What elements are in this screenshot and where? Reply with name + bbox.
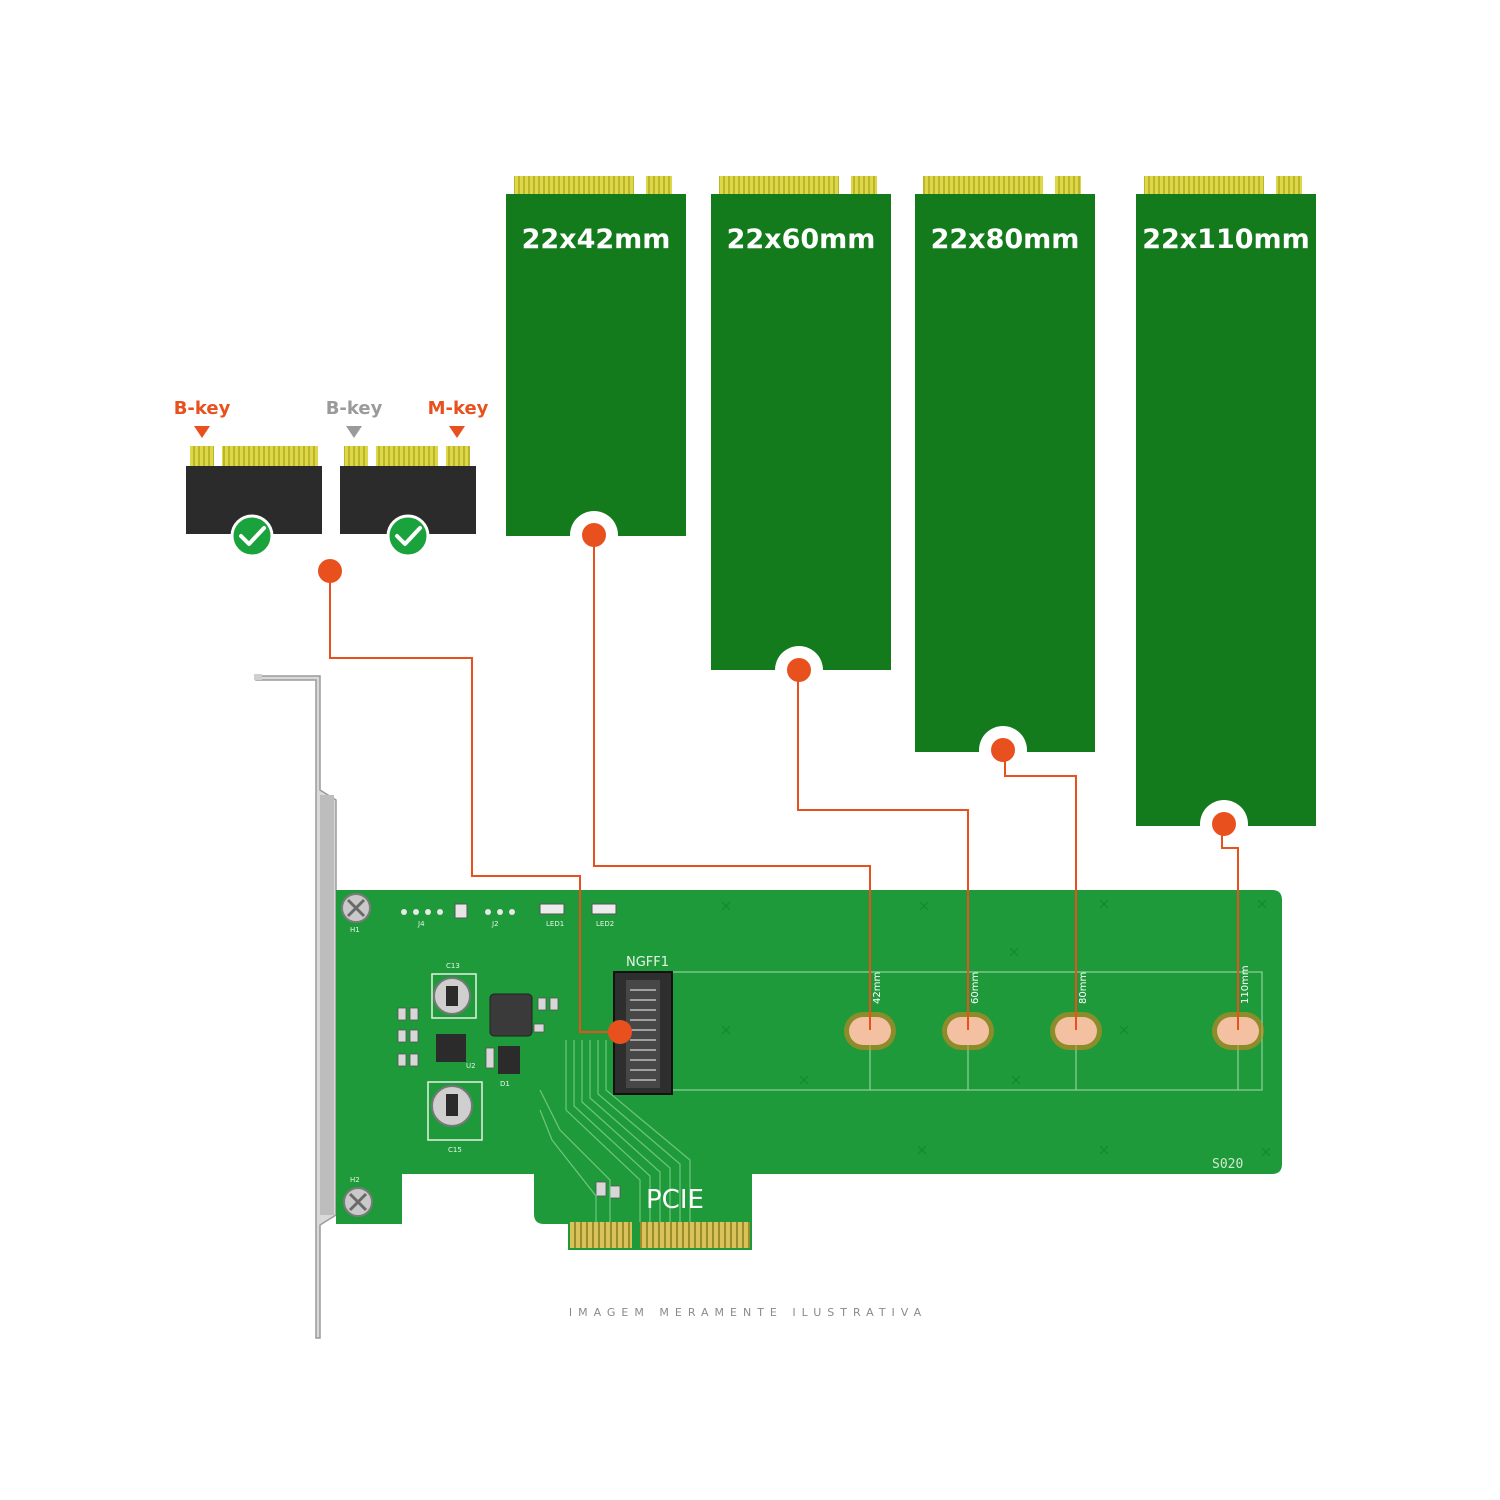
b-key-label-left: B-key <box>174 398 231 419</box>
svg-text:H2: H2 <box>350 1176 360 1184</box>
svg-text:J4: J4 <box>417 920 425 928</box>
pcie-fingers-long <box>640 1222 750 1248</box>
fiducial-marks <box>721 899 1271 1157</box>
m2-module-card: 22x60mm <box>711 176 891 694</box>
mounting-bracket <box>254 674 337 1339</box>
standoff-length-label: 42mm <box>872 972 883 1004</box>
check-icon <box>386 514 430 558</box>
module-size-label: 22x110mm <box>1142 224 1310 255</box>
svg-text:LED2: LED2 <box>596 920 614 928</box>
module-size-label: 22x60mm <box>727 224 876 255</box>
module-body <box>711 194 891 670</box>
svg-text:C15: C15 <box>448 1146 462 1154</box>
regulator-chip <box>436 1034 466 1062</box>
svg-text:J2: J2 <box>491 920 499 928</box>
pcb-board <box>336 890 1282 1250</box>
check-icon <box>230 514 274 558</box>
resistor <box>454 903 468 919</box>
module-body <box>1136 194 1316 826</box>
capacitor-icon <box>427 1081 483 1141</box>
smd-parts <box>397 997 621 1199</box>
pcie-card: NGFF1 42mm 60mm 80mm 110mm PCIE S020 C13 C1… <box>254 674 1282 1339</box>
module-gold-fingers <box>514 176 634 194</box>
socket-label: NGFF1 <box>626 955 669 970</box>
pcie-fingers-short <box>570 1222 632 1248</box>
callout-dot-icon <box>318 559 342 583</box>
standoff-pad <box>849 1017 891 1045</box>
module-gold-fingers <box>923 176 1043 194</box>
module-body <box>506 194 686 536</box>
diode <box>498 1046 520 1074</box>
svg-text:H1: H1 <box>350 926 360 934</box>
m2-module-card: 22x110mm <box>1136 176 1316 848</box>
standoff-pad <box>1055 1017 1097 1045</box>
m2-modules: 22x42mm 22x60mm 22x80mm 22x110mm <box>506 176 1316 848</box>
led2 <box>591 903 617 915</box>
m-key-label: M-key <box>428 398 489 419</box>
module-gold-fingers <box>1276 176 1302 194</box>
standoff-length-label: 110mm <box>1240 965 1251 1004</box>
inductor <box>489 993 533 1037</box>
silk-labels: C13 C15 LED1 LED2 J4 J2 H1 H2 U2 D1 <box>350 920 614 1184</box>
standoff-length-label: 80mm <box>1078 972 1089 1004</box>
b-key-label-middle: B-key <box>326 398 383 419</box>
svg-text:D1: D1 <box>500 1080 510 1088</box>
led1 <box>539 903 565 915</box>
callout-dots <box>318 559 632 1044</box>
module-size-label: 22x42mm <box>522 224 671 255</box>
standoff-pad <box>947 1017 989 1045</box>
callout-lines <box>329 535 1239 1033</box>
standoff-pad <box>1217 1017 1259 1045</box>
key-connectors: B-key B-key M-key <box>174 398 489 558</box>
module-body <box>915 194 1095 752</box>
capacitor-icon <box>431 973 477 1019</box>
b-key-arrow-middle-icon <box>346 426 362 438</box>
module-size-label: 22x80mm <box>931 224 1080 255</box>
m-key-arrow-icon <box>449 426 465 438</box>
callout-dot-icon <box>1212 812 1236 836</box>
pcie-label: PCIE <box>646 1185 704 1215</box>
callout-dot-icon <box>991 738 1015 762</box>
callout-dot-icon <box>608 1020 632 1044</box>
svg-text:LED1: LED1 <box>546 920 564 928</box>
standoff-pads: 42mm 60mm 80mm 110mm <box>844 965 1264 1050</box>
disclaimer-note: IMAGEM MERAMENTE ILUSTRATIVA <box>569 1306 927 1319</box>
svg-text:C13: C13 <box>446 962 460 970</box>
header-pins <box>401 909 515 915</box>
module-gold-fingers <box>719 176 839 194</box>
m2-module-card: 22x42mm <box>506 176 686 559</box>
screw-icon <box>341 893 371 923</box>
module-gold-fingers <box>851 176 877 194</box>
module-gold-fingers <box>1055 176 1081 194</box>
standoff-length-label: 60mm <box>970 972 981 1004</box>
m2-module-card: 22x80mm <box>915 176 1095 774</box>
revision-label: S020 <box>1212 1157 1243 1172</box>
module-gold-fingers <box>1144 176 1264 194</box>
screw-icon <box>343 1187 373 1217</box>
pcb-traces <box>539 1040 691 1222</box>
b-key-arrow-left-icon <box>194 426 210 438</box>
svg-text:U2: U2 <box>466 1062 476 1070</box>
module-gold-fingers <box>646 176 672 194</box>
